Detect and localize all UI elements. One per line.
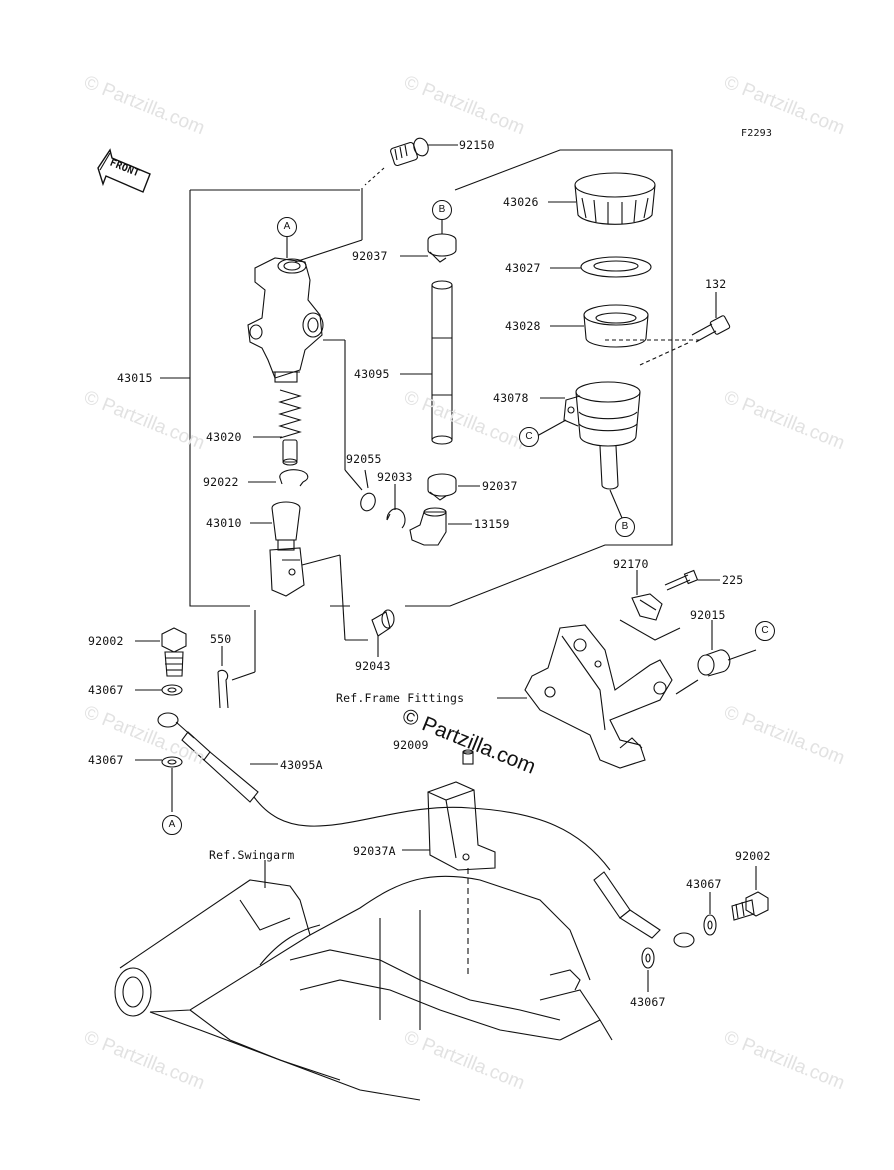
master-cylinder-body	[247, 257, 324, 383]
part-label-43078: 43078	[493, 391, 529, 405]
plate-43027-icon	[580, 256, 652, 278]
pin-92043-icon	[371, 609, 395, 637]
part-label-92002: 92002	[735, 849, 771, 863]
washer-43067-d-icon	[641, 947, 655, 969]
screw-92009-icon	[462, 749, 474, 765]
part-label-92055: 92055	[346, 452, 382, 466]
swingarm-icon	[114, 875, 613, 1101]
figure-code: F2293	[741, 128, 773, 139]
washer-43067-b-icon	[161, 756, 183, 768]
clamp-92037-top-icon	[427, 233, 457, 263]
callout-a: A	[277, 217, 297, 237]
part-label-92037: 92037	[352, 249, 388, 263]
assembly-outline	[189, 149, 673, 607]
part-label-92022: 92022	[203, 475, 239, 489]
part-label-43067: 43067	[88, 753, 124, 767]
oring-92055-icon	[360, 492, 376, 512]
callout-c: C	[755, 621, 775, 641]
ref-frame-fittings-label: Ref.Frame Fittings	[336, 691, 465, 705]
part-label-43028: 43028	[505, 319, 541, 333]
callout-b: B	[432, 200, 452, 220]
part-label-43020: 43020	[206, 430, 242, 444]
part-label-92033: 92033	[377, 470, 413, 484]
callout-a: A	[162, 815, 182, 835]
piston-43010-icon	[269, 501, 305, 597]
banjo-bolt-92002-left-icon	[161, 627, 187, 677]
spring-43020-icon	[278, 389, 302, 466]
washer-43067-a-icon	[161, 684, 183, 696]
part-label-43010: 43010	[206, 516, 242, 530]
part-label-43067: 43067	[686, 877, 722, 891]
part-label-92150: 92150	[459, 138, 495, 152]
banjo-bolt-92002-right-icon	[731, 891, 769, 921]
frame-fittings-bracket	[524, 624, 673, 769]
part-label-225: 225	[722, 573, 744, 587]
circlip-92033-icon	[386, 508, 406, 529]
part-label-550: 550	[210, 632, 232, 646]
part-label-43027: 43027	[505, 261, 541, 275]
bolt-132-icon	[691, 315, 731, 343]
reservoir-43078-icon	[563, 381, 641, 490]
part-label-43067: 43067	[630, 995, 666, 1009]
ref-swingarm-label: Ref.Swingarm	[209, 848, 295, 862]
callout-b: B	[615, 517, 635, 537]
callout-c: C	[519, 427, 539, 447]
part-label-92002: 92002	[88, 634, 124, 648]
bolt-225-icon	[664, 569, 699, 591]
part-label-92009: 92009	[393, 738, 429, 752]
fitting-13159-icon	[409, 507, 447, 546]
hose-guide-92037A-icon	[427, 781, 496, 871]
part-label-13159: 13159	[474, 517, 510, 531]
washer-43067-c-icon	[703, 914, 717, 936]
part-label-43015: 43015	[117, 371, 153, 385]
diaphragm-43028-icon	[583, 304, 649, 348]
hose-43095A-icon	[157, 712, 695, 948]
part-label-43095: 43095	[354, 367, 390, 381]
cap-43026-icon	[574, 172, 656, 225]
part-label-92015: 92015	[690, 608, 726, 622]
circlip-92022-icon	[279, 469, 309, 487]
part-label-43095A: 43095A	[280, 758, 323, 772]
clamp-92037-bottom-icon	[427, 473, 457, 501]
hose-43095-icon	[431, 280, 453, 445]
part-label-43026: 43026	[503, 195, 539, 209]
collar-92015-icon	[697, 649, 731, 677]
part-label-92037: 92037	[482, 479, 518, 493]
part-label-43067: 43067	[88, 683, 124, 697]
cotter-pin-550-icon	[217, 669, 229, 709]
bracket-92170-icon	[631, 593, 663, 621]
part-label-92170: 92170	[613, 557, 649, 571]
part-label-92037A: 92037A	[353, 844, 396, 858]
front-arrow-icon	[97, 148, 151, 193]
part-label-92043: 92043	[355, 659, 391, 673]
part-label-132: 132	[705, 277, 727, 291]
bolt-92150-icon	[364, 137, 429, 186]
